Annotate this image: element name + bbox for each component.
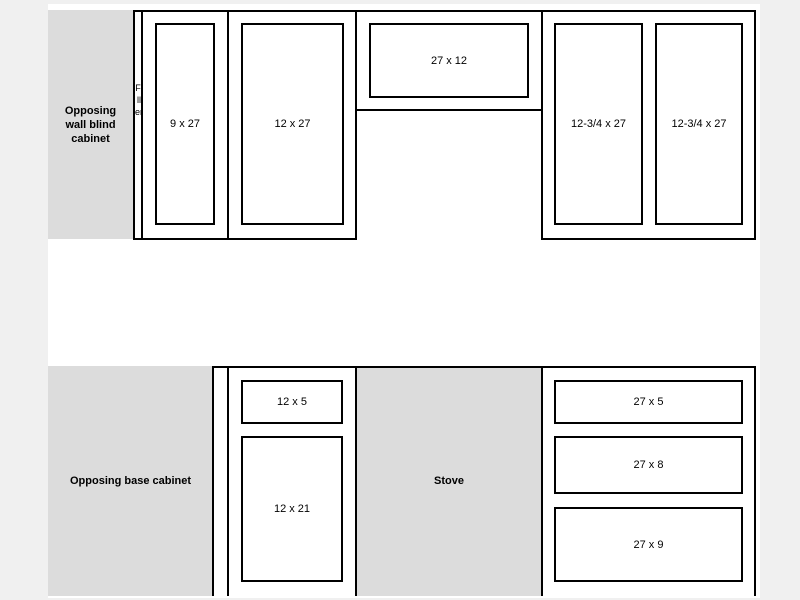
door-27x12-label: 27 x 12 (430, 54, 468, 67)
filler-label: Filler (135, 83, 144, 117)
stove-label: Stove (434, 475, 464, 487)
door-12x27: 12 x 27 (241, 23, 344, 225)
stove-top-edge (357, 366, 541, 368)
opposing-base-cabinet: Opposing base cabinet (48, 366, 213, 596)
drawer-27x5: 27 x 5 (554, 380, 743, 424)
door-1234x27-left: 12-3/4 x 27 (554, 23, 643, 225)
door-9x27-label: 9 x 27 (170, 118, 200, 130)
door-1234x27-right-label: 12-3/4 x 27 (671, 118, 727, 130)
door-27x12: 27 x 12 (369, 23, 529, 98)
drawer-12x5: 12 x 5 (241, 380, 343, 424)
stove: Stove (357, 366, 541, 596)
door-12x27-label: 12 x 27 (274, 118, 311, 130)
door-12x21: 12 x 21 (241, 436, 343, 582)
opposing-wall-blind-cabinet: Opposing wall blind cabinet (48, 10, 133, 239)
door-1234x27-left-label: 12-3/4 x 27 (570, 118, 627, 130)
opposing-base-label: Opposing base cabinet (69, 475, 192, 487)
door-12x21-label: 12 x 21 (273, 503, 311, 515)
drawer-27x9-label: 27 x 9 (633, 538, 664, 551)
drawer-27x9: 27 x 9 (554, 507, 743, 582)
drawer-12x5-label: 12 x 5 (277, 396, 307, 408)
door-9x27: 9 x 27 (155, 23, 215, 225)
drawer-27x8-label: 27 x 8 (633, 459, 664, 471)
drawer-27x8: 27 x 8 (554, 436, 743, 494)
drawer-27x5-label: 27 x 5 (633, 396, 664, 408)
door-1234x27-right: 12-3/4 x 27 (655, 23, 743, 225)
opposing-wall-label: Opposing wall blind cabinet (64, 104, 117, 145)
